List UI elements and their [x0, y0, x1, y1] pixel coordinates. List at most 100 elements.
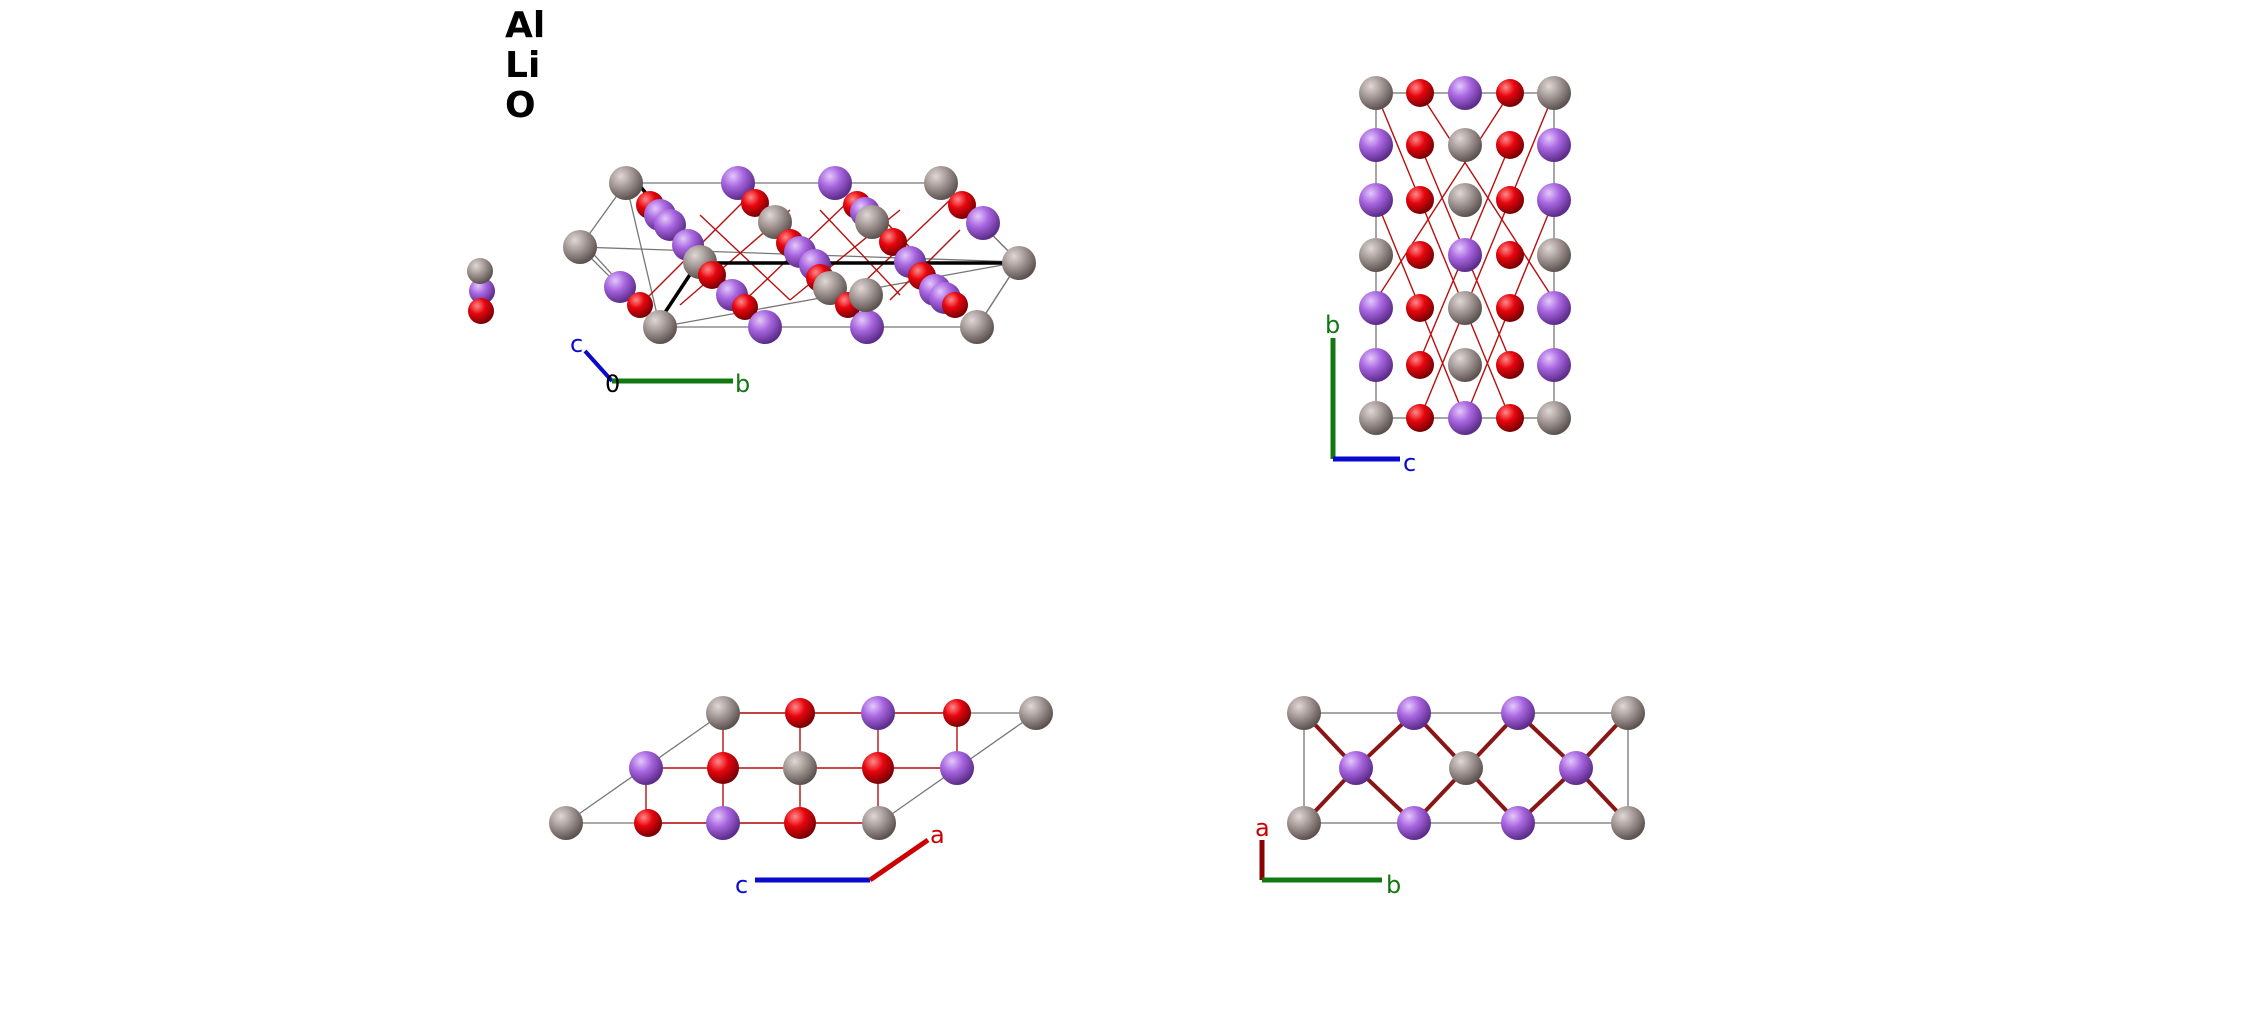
atom-al — [1537, 238, 1571, 272]
atom-al — [1287, 806, 1321, 840]
atom-o — [1496, 79, 1524, 107]
atom-o — [741, 189, 769, 217]
axis-indicator: b c — [1325, 311, 1416, 477]
atom-o — [1496, 131, 1524, 159]
atom-li — [850, 310, 884, 344]
atoms — [1359, 76, 1571, 435]
legend-item-li: Li — [505, 45, 541, 86]
atom-o — [862, 752, 894, 784]
atom-al — [563, 230, 597, 264]
atom-o — [1406, 79, 1434, 107]
atoms — [467, 166, 1036, 344]
atom-al — [1537, 76, 1571, 110]
atom-li — [1501, 806, 1535, 840]
axis-indicator: a b — [1255, 814, 1401, 899]
atom-al — [1002, 246, 1036, 280]
atom-li — [1359, 348, 1393, 382]
atom-al — [706, 696, 740, 730]
atom-o — [732, 294, 758, 320]
atom-o — [1406, 241, 1434, 269]
atom-o — [879, 228, 907, 256]
atom-li — [469, 278, 495, 304]
atom-o — [1496, 186, 1524, 214]
atom-li — [1501, 696, 1535, 730]
atom-li — [1537, 291, 1571, 325]
atom-li — [1537, 183, 1571, 217]
atom-al — [1448, 291, 1482, 325]
atom-li — [1339, 751, 1373, 785]
atom-al — [1611, 696, 1645, 730]
atom-li — [1448, 76, 1482, 110]
atom-al — [924, 166, 958, 200]
view-along-c: a b — [1255, 696, 1645, 899]
atom-o — [1496, 241, 1524, 269]
perspective-view: c 0 b — [467, 166, 1036, 398]
atom-o — [942, 292, 968, 318]
atom-al — [467, 258, 493, 284]
atom-al — [1448, 128, 1482, 162]
atom-li — [629, 751, 663, 785]
atom-o — [1406, 404, 1434, 432]
atom-o — [1406, 351, 1434, 379]
atoms — [1287, 696, 1645, 840]
atom-o — [1496, 404, 1524, 432]
atom-li — [706, 806, 740, 840]
axis-label-origin: 0 — [605, 370, 620, 398]
atom-al — [1287, 696, 1321, 730]
atom-al — [758, 205, 792, 239]
atom-o — [785, 698, 815, 728]
atom-al — [549, 806, 583, 840]
axis-label-a: a — [930, 821, 945, 849]
atom-al — [862, 806, 896, 840]
atom-o — [948, 191, 976, 219]
view-along-a: b c — [1325, 76, 1571, 477]
atom-al — [1448, 183, 1482, 217]
atom-o — [1496, 351, 1524, 379]
atom-li — [1448, 238, 1482, 272]
atom-o — [1406, 131, 1434, 159]
atom-li — [861, 696, 895, 730]
atom-li — [940, 751, 974, 785]
axis-indicator: c 0 b — [570, 330, 750, 398]
atom-o — [1406, 186, 1434, 214]
atom-al — [1019, 696, 1053, 730]
legend-item-al: Al — [505, 5, 546, 46]
atom-o — [468, 298, 494, 324]
atom-al — [960, 310, 994, 344]
atom-o — [634, 809, 662, 837]
atom-o — [707, 752, 739, 784]
atom-o — [943, 699, 971, 727]
atom-o — [784, 807, 816, 839]
atom-al — [1359, 76, 1393, 110]
atom-o — [1406, 294, 1434, 322]
atom-al — [1359, 238, 1393, 272]
axis-label-c: c — [570, 330, 583, 358]
unit-cell-outline — [1303, 712, 1629, 824]
axis-label-c: c — [735, 871, 748, 899]
atom-al — [1359, 401, 1393, 435]
atom-o — [1496, 294, 1524, 322]
atom-li — [1359, 183, 1393, 217]
atom-li — [1397, 806, 1431, 840]
atom-li — [748, 310, 782, 344]
view-along-b: c a — [549, 696, 1053, 899]
atom-o — [698, 261, 726, 289]
axis-label-b: b — [735, 370, 750, 398]
atom-li — [1537, 348, 1571, 382]
atom-al — [849, 278, 883, 312]
atom-al — [855, 205, 889, 239]
atom-li — [1448, 401, 1482, 435]
axis-label-c: c — [1403, 449, 1416, 477]
atom-li — [966, 206, 1000, 240]
atom-al — [1537, 401, 1571, 435]
atom-al — [1448, 348, 1482, 382]
atom-li — [1397, 696, 1431, 730]
atom-al — [1449, 751, 1483, 785]
atom-al — [643, 310, 677, 344]
axis-label-b: b — [1386, 871, 1401, 899]
atom-li — [1559, 751, 1593, 785]
atom-al — [783, 751, 817, 785]
atoms — [549, 696, 1053, 840]
axis-label-a: a — [1255, 814, 1270, 842]
